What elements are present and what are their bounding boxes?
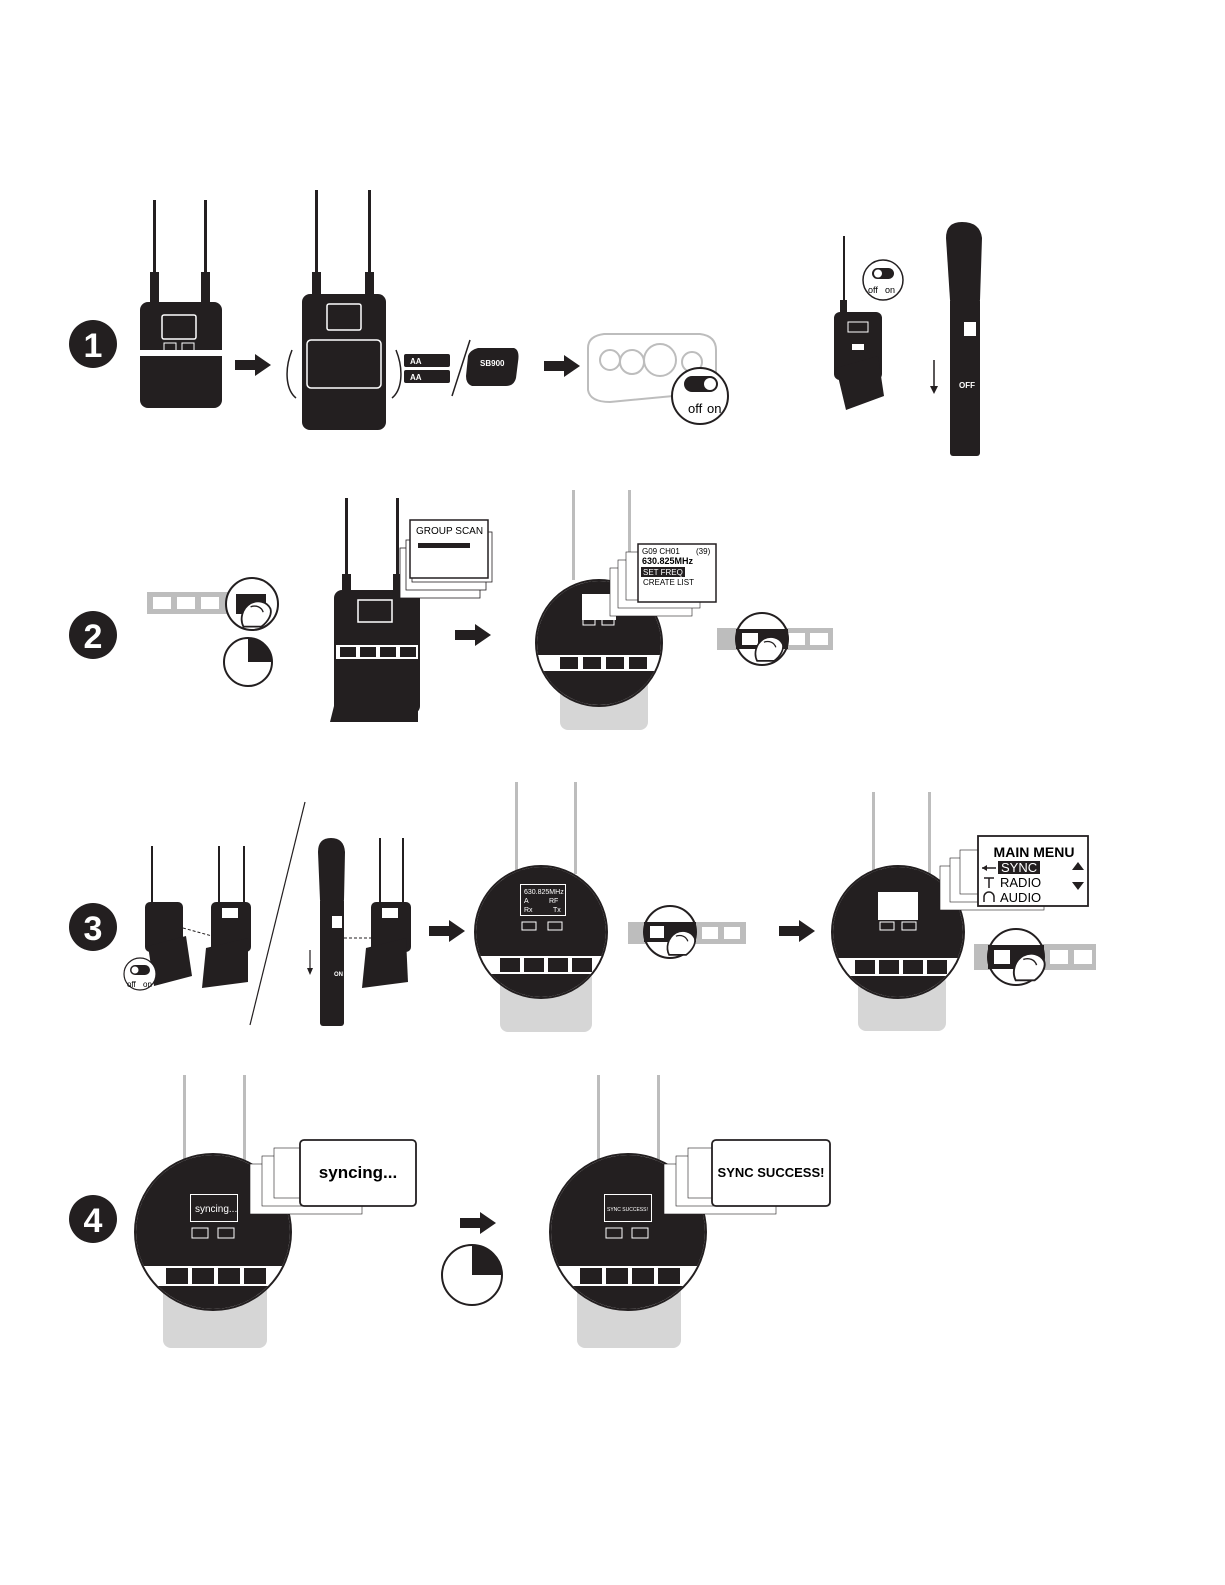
- progress-bar: [418, 543, 470, 548]
- screen-tx: Tx: [553, 907, 561, 914]
- small-switch-on-label: on: [885, 285, 895, 295]
- step-number-2: 2: [84, 618, 103, 656]
- screen-group-channel: G09 CH01: [642, 547, 680, 556]
- receiver-zoom-set-freq: G09 CH01 (39) 630.825MHz SET FREQ CREATE…: [536, 490, 716, 730]
- screen-syncing-small: syncing...: [195, 1204, 237, 1215]
- handheld-microphone-icon: OFF: [930, 222, 982, 456]
- arrow-right-icon: [544, 355, 580, 377]
- button-press-icon: [628, 906, 746, 958]
- menu-item-radio: RADIO: [1000, 875, 1041, 890]
- step-1: 1 AA: [69, 190, 982, 456]
- step-number-1: 1: [84, 327, 103, 365]
- battery-pack-label: SB900: [480, 359, 505, 368]
- step3-switch-off: off: [127, 980, 137, 989]
- divider: [250, 802, 305, 1025]
- screen-rf: RF: [549, 898, 558, 905]
- button-press-icon: [147, 578, 278, 630]
- arrow-right-icon: [429, 920, 465, 942]
- screen-frequency: 630.825MHz: [524, 889, 564, 896]
- receiver-zoom-sync-success: SYNC SUCCESS! SYNC SUCCESS!: [550, 1075, 830, 1348]
- button-press-icon: [717, 613, 833, 665]
- step3-switch-on: on: [143, 980, 152, 989]
- screen-a: A: [524, 898, 529, 905]
- receiver-group-scan: GROUP SCAN: [330, 498, 492, 722]
- group-scan-title: GROUP SCAN: [416, 526, 483, 537]
- timer-icon: [224, 638, 272, 686]
- receiver-zoom-main-menu: MAIN MENU SYNC RADIO AUDIO: [832, 792, 1088, 1031]
- screen-frequency: 630.825MHz: [642, 556, 694, 566]
- mic-off-label: OFF: [959, 381, 975, 390]
- battery-label-2: AA: [410, 373, 422, 382]
- receiver-zoom-frequency: 630.825MHz A RF Rx Tx: [475, 782, 607, 1032]
- step-4: 4 syncing... sync: [69, 1075, 830, 1348]
- switch-off-label: off: [688, 401, 703, 416]
- menu-item-sync: SYNC: [1001, 860, 1037, 875]
- receiver-zoom-syncing: syncing... syncing...: [135, 1075, 416, 1348]
- bodypack-receiver-open-icon: [287, 190, 401, 430]
- small-power-switch-icon: off on: [863, 260, 903, 300]
- main-menu-title: MAIN MENU: [994, 844, 1075, 860]
- step-3: 3 off on ON: [69, 782, 1096, 1032]
- step-2: 2: [69, 490, 833, 730]
- screen-success-small: SYNC SUCCESS!: [607, 1207, 648, 1213]
- battery-label-1: AA: [410, 357, 422, 366]
- menu-item-audio: AUDIO: [1000, 890, 1041, 905]
- mic-on-label: ON: [334, 972, 343, 978]
- small-switch-off-label: off: [868, 285, 878, 295]
- step-number-3: 3: [84, 910, 103, 948]
- screen-count: (39): [696, 547, 711, 556]
- bodypack-receiver-icon: [136, 200, 226, 408]
- arrow-right-icon: [779, 920, 815, 942]
- screen-rx: Rx: [524, 907, 533, 914]
- battery-pack: SB900: [466, 348, 519, 386]
- sync-success-message: SYNC SUCCESS!: [718, 1165, 825, 1180]
- menu-create-list: CREATE LIST: [643, 578, 694, 587]
- button-press-icon: [974, 929, 1096, 985]
- transmitter-receiver-pair: off on: [124, 846, 251, 990]
- arrow-right-icon: [235, 354, 271, 376]
- switch-on-label: on: [707, 401, 721, 416]
- power-switch-icon: off on: [672, 368, 728, 424]
- handheld-microphone-icon: ON: [307, 838, 411, 1026]
- syncing-message: syncing...: [319, 1163, 397, 1182]
- arrow-right-icon: [455, 624, 491, 646]
- arrow-right-icon: [460, 1212, 496, 1234]
- step-number-4: 4: [84, 1202, 103, 1240]
- timer-icon: [442, 1245, 502, 1305]
- aa-batteries: AA AA: [404, 354, 450, 383]
- menu-set-freq: SET FREQ: [643, 568, 683, 577]
